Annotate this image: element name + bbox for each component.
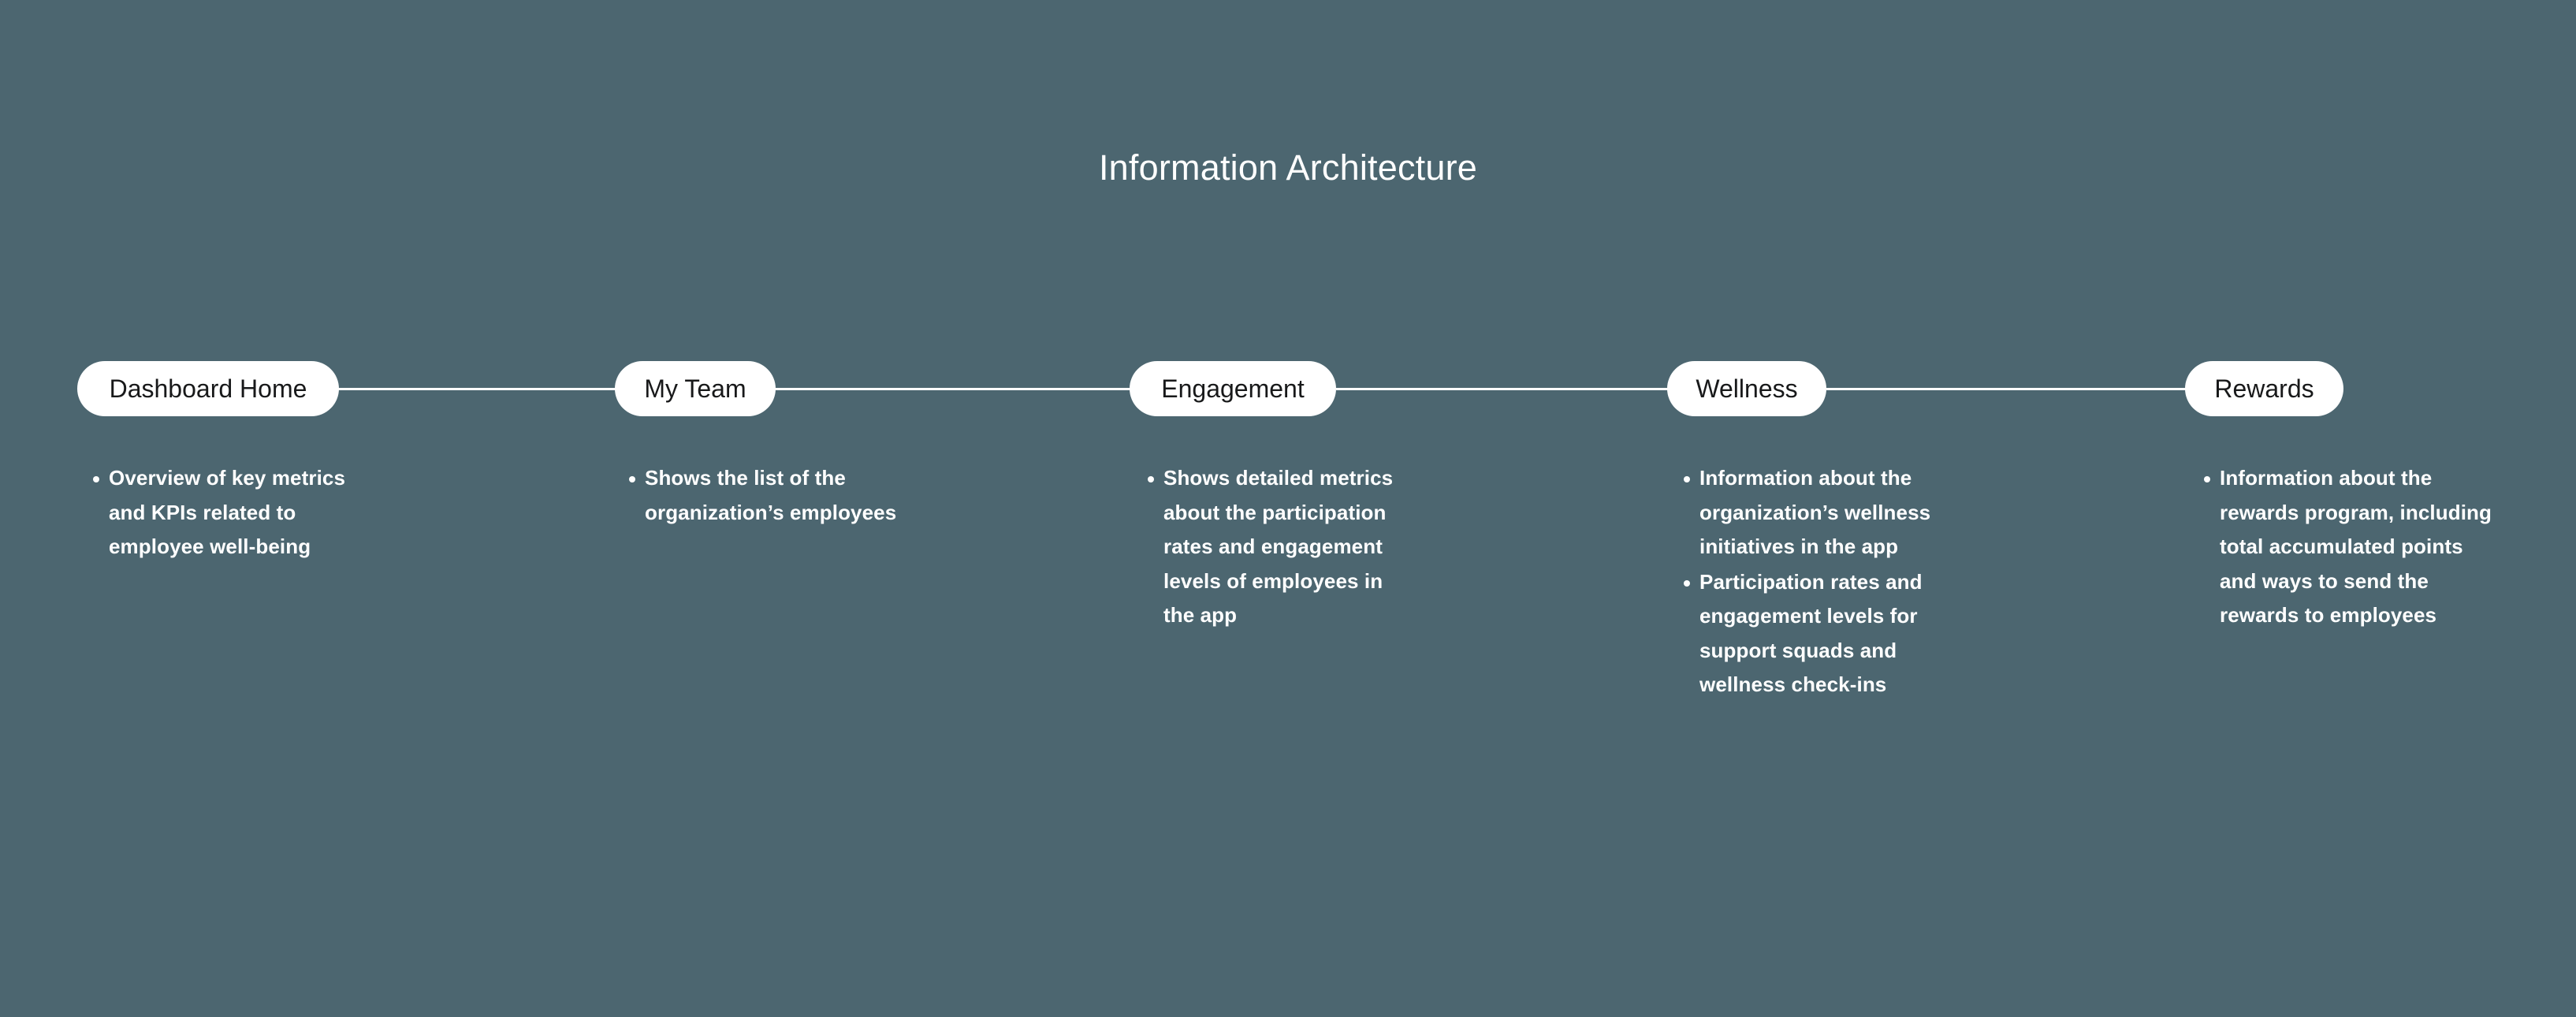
flow-diagram: Dashboard Home My Team Engagement Wellne… [77, 361, 2343, 416]
connector-wellness-to-rewards [1826, 388, 2260, 390]
node-engagement[interactable]: Engagement [1130, 361, 1336, 416]
node-label: Engagement [1161, 374, 1305, 403]
description-list: Shows the list of the organization’s emp… [615, 461, 902, 530]
description-column-wellness: Information about the organization’s wel… [1670, 461, 1963, 703]
description-column-dashboard-home: Overview of key metrics and KPIs related… [79, 461, 366, 565]
node-label: Dashboard Home [109, 374, 307, 403]
list-item: Shows the list of the organization’s emp… [615, 461, 902, 530]
description-column-engagement: Shows detailed metrics about the partici… [1134, 461, 1409, 634]
list-item: Information about the organization’s wel… [1670, 461, 1963, 564]
node-my-team[interactable]: My Team [615, 361, 776, 416]
description-column-rewards: Information about the rewards program, i… [2190, 461, 2496, 634]
list-item: Information about the rewards program, i… [2190, 461, 2496, 633]
node-rewards[interactable]: Rewards [2185, 361, 2343, 416]
list-item: Participation rates and engagement level… [1670, 565, 1963, 702]
description-list: Overview of key metrics and KPIs related… [79, 461, 366, 564]
description-column-my-team: Shows the list of the organization’s emp… [615, 461, 902, 531]
description-list: Information about the rewards program, i… [2190, 461, 2496, 633]
node-label: Wellness [1696, 374, 1798, 403]
description-list: Information about the organization’s wel… [1670, 461, 1963, 702]
node-label: My Team [644, 374, 746, 403]
node-wellness[interactable]: Wellness [1667, 361, 1826, 416]
list-item: Shows detailed metrics about the partici… [1134, 461, 1409, 633]
list-item: Overview of key metrics and KPIs related… [79, 461, 366, 564]
page-title: Information Architecture [1098, 147, 1478, 188]
connector-my-team-to-engagement [775, 388, 1207, 390]
description-list: Shows detailed metrics about the partici… [1134, 461, 1409, 633]
node-dashboard-home[interactable]: Dashboard Home [77, 361, 339, 416]
node-label: Rewards [2214, 374, 2314, 403]
connector-dashboard-home-to-my-team [337, 388, 697, 390]
connector-engagement-to-wellness [1336, 388, 1746, 390]
